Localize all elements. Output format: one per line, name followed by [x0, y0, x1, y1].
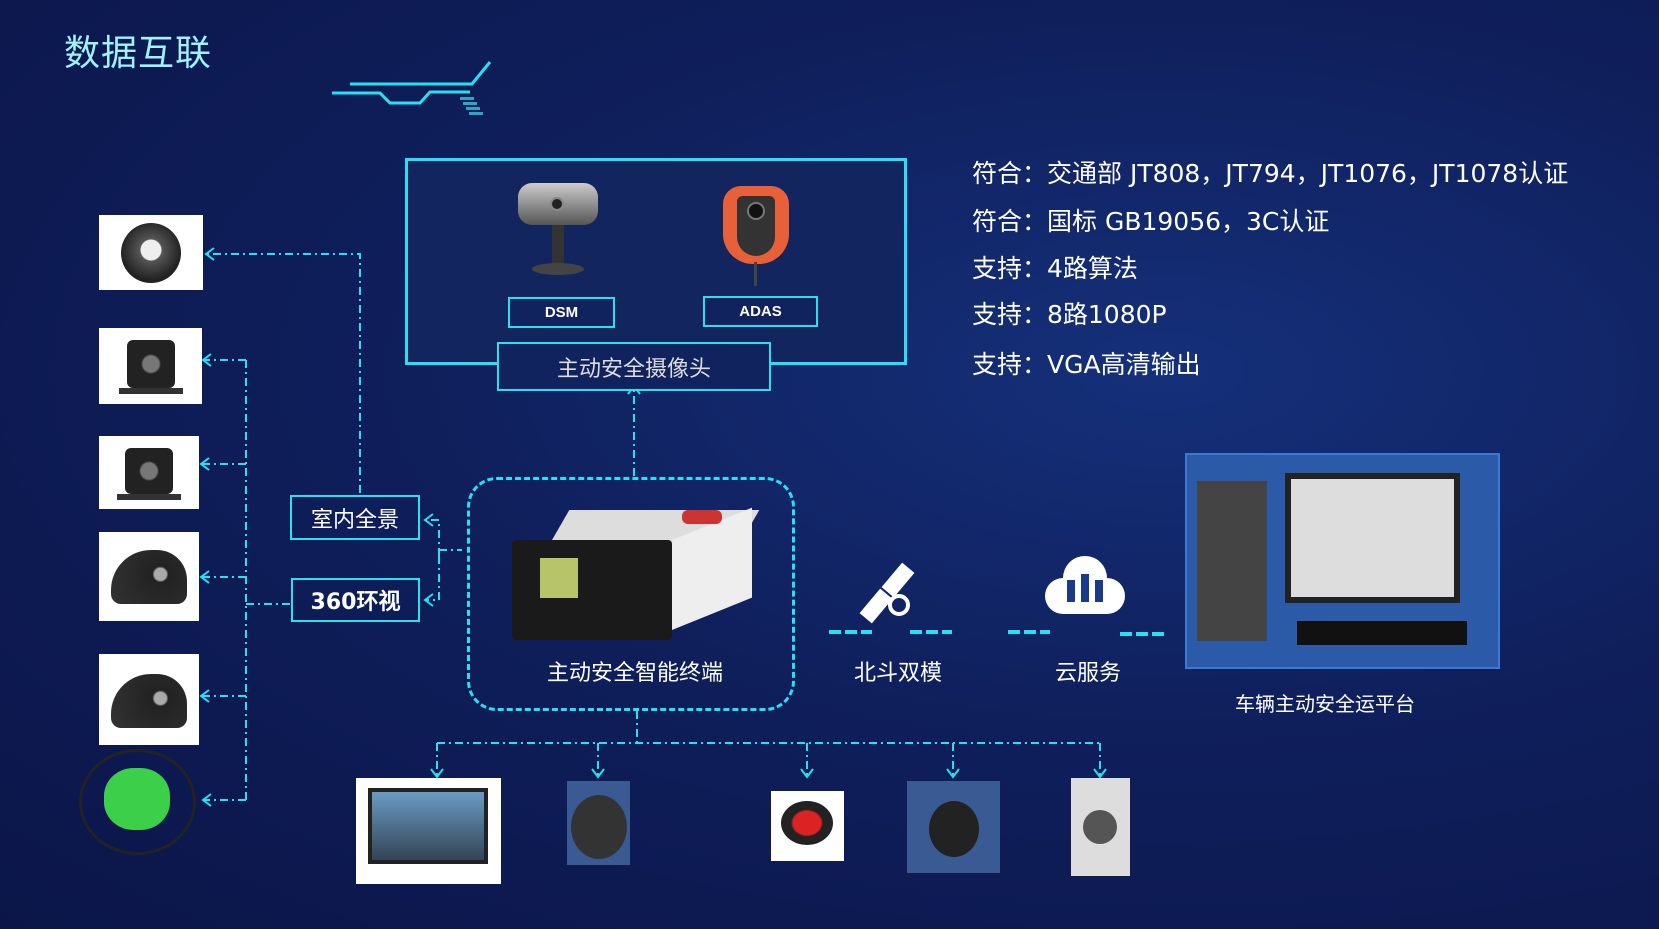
dsm-label-text: DSM [544, 304, 579, 321]
cloud-icon [1045, 556, 1125, 616]
surround-view-label: 360环视 [291, 578, 420, 622]
microphone-image [907, 781, 1000, 873]
beidou-label: 北斗双模 [853, 661, 943, 686]
adas-label-text: ADAS [739, 303, 782, 320]
indoor-panorama-text: 室内全景 [310, 507, 399, 533]
cert-line: 符合：国标 GB19056，3C认证 [972, 207, 1330, 236]
dome-camera-image [99, 215, 203, 290]
terminal-label: 主动安全智能终端 [546, 661, 724, 686]
terminal-box [467, 477, 795, 711]
monitor-image [356, 778, 501, 884]
indoor-panorama-label: 室内全景 [290, 495, 420, 540]
cert-line: 符合：交通部 JT808，JT794，JT1076，JT1078认证 [972, 159, 1569, 188]
adas-camera-image [723, 186, 789, 286]
speaker-image [567, 781, 630, 865]
dsm-camera-image [518, 183, 598, 278]
platform-label: 车辆主动安全运平台 [1235, 692, 1415, 716]
bracket-camera-image [99, 436, 199, 509]
camera-group-label: 主动安全摄像头 [497, 342, 771, 391]
side-camera-image [99, 654, 199, 745]
emergency-button-image [771, 791, 844, 861]
cloud-service-label: 云服务 [1054, 661, 1122, 686]
adas-label: ADAS [703, 296, 818, 327]
cert-line: 支持：4路算法 [972, 254, 1138, 283]
terminal-device-image [512, 507, 760, 640]
dsm-label: DSM [508, 297, 615, 328]
cert-line: 支持：8路1080P [972, 300, 1167, 329]
platform-image [1185, 453, 1500, 669]
satellite-icon [859, 560, 930, 626]
bracket-camera-image [99, 328, 202, 404]
camera-group-label-text: 主动安全摄像头 [556, 356, 711, 382]
hard-drive-image [1071, 778, 1130, 876]
surround-view-text: 360环视 [310, 590, 401, 615]
page-title: 数据互联 [64, 33, 213, 74]
camera-group-box [405, 158, 907, 365]
green-helmet-camera-image [79, 749, 196, 855]
side-camera-image [99, 532, 199, 621]
cert-line: 支持：VGA高清输出 [972, 350, 1201, 379]
